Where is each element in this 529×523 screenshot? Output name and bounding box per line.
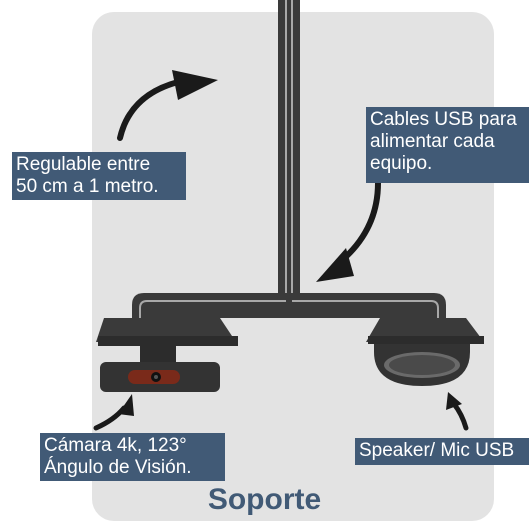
speaker-label: Speaker/ Mic USB [355, 438, 529, 465]
speaker-arrow-icon [446, 392, 469, 431]
crossbar [132, 293, 446, 318]
speaker-icon [374, 344, 470, 386]
camera-arrow-icon [93, 394, 134, 431]
camera-icon [100, 362, 220, 392]
speaker-mount [366, 318, 484, 344]
height-adjust-label: Regulable entre 50 cm a 1 metro. [12, 152, 186, 200]
page-title: Soporte [207, 483, 322, 516]
camera-mount [96, 318, 238, 362]
camera-label: Cámara 4k, 123° Ángulo de Visión. [40, 433, 225, 481]
usb-cables-label: Cables USB para alimentar cada equipo. [366, 107, 529, 183]
cables-arrow-icon [316, 180, 381, 282]
curved-arrow-icon [117, 70, 218, 141]
vertical-pole [278, 0, 300, 305]
